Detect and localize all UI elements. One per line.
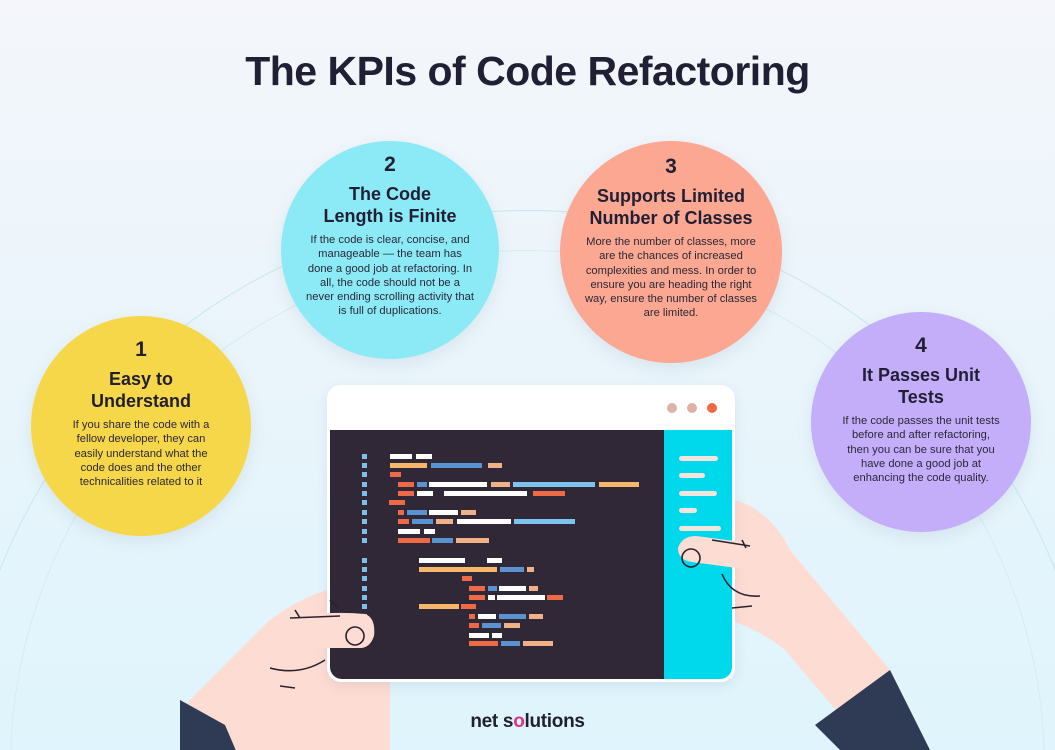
line-marker	[362, 519, 367, 524]
window-controls	[667, 403, 717, 413]
kpi-heading-line: The Code	[348, 184, 431, 204]
kpi-heading-line: Tests	[898, 387, 944, 407]
line-marker	[362, 586, 367, 591]
line-marker	[362, 604, 367, 609]
line-marker	[362, 482, 367, 487]
line-marker	[362, 463, 367, 468]
tablet-code-editor	[327, 385, 735, 682]
sidebar-line	[679, 473, 705, 478]
kpi-heading-line: Number of Classes	[589, 208, 753, 228]
kpi-card-limited-classes: 3 Supports Limited Number of Classes Mor…	[560, 141, 782, 363]
kpi-heading: Supports Limited Number of Classes	[589, 185, 752, 229]
kpi-heading: It Passes Unit Tests	[862, 364, 980, 408]
line-marker	[362, 472, 367, 477]
line-marker	[362, 567, 367, 572]
sidebar-line	[679, 456, 718, 461]
logo-text: net s	[470, 711, 514, 732]
line-marker	[362, 595, 367, 600]
line-marker	[362, 576, 367, 581]
right-hand-illustration	[730, 500, 930, 750]
kpi-heading: The Code Length is Finite	[324, 183, 457, 227]
right-thumb-icon	[678, 530, 761, 609]
kpi-heading-line: It Passes Unit	[861, 365, 981, 385]
line-marker	[362, 538, 367, 543]
logo-o-icon: o	[513, 711, 525, 732]
window-dot-icon	[687, 403, 697, 413]
sidebar-line	[679, 491, 717, 496]
kpi-heading-line: Supports Limited	[597, 186, 745, 206]
kpi-description: More the number of classes, more are the…	[584, 236, 758, 320]
kpi-description: If you share the code with a fellow deve…	[72, 419, 210, 489]
page-title: The KPIs of Code Refactoring	[245, 48, 810, 94]
code-editor-panel	[330, 430, 664, 679]
kpi-heading: Easy to Understand	[91, 368, 191, 412]
kpi-description: If the code is clear, concise, and manag…	[306, 234, 474, 318]
line-marker	[362, 491, 367, 496]
kpi-heading-line: Easy to	[108, 369, 173, 389]
kpi-card-easy-to-understand: 1 Easy to Understand If you share the co…	[31, 316, 251, 536]
logo-text: lutions	[524, 711, 585, 732]
kpi-heading-line: Length is Finite	[323, 206, 457, 226]
kpi-card-passes-unit-tests: 4 It Passes Unit Tests If the code passe…	[811, 312, 1031, 532]
line-marker	[362, 510, 367, 515]
line-marker	[362, 529, 367, 534]
line-marker	[362, 558, 367, 563]
net-solutions-logo: net solutions	[0, 711, 1055, 733]
left-thumb-icon	[270, 599, 375, 689]
kpi-number: 3	[665, 155, 677, 178]
window-dot-icon	[667, 403, 677, 413]
kpi-heading-line: Understand	[90, 391, 191, 411]
kpi-number: 4	[915, 334, 927, 357]
kpi-card-code-length-finite: 2 The Code Length is Finite If the code …	[281, 141, 499, 359]
kpi-description: If the code passes the unit tests before…	[842, 415, 1000, 485]
kpi-number: 2	[384, 153, 396, 176]
line-marker	[362, 454, 367, 459]
line-marker	[362, 500, 367, 505]
background-arc	[0, 210, 1055, 750]
sidebar-line	[679, 508, 697, 513]
window-dot-icon	[707, 403, 717, 413]
sidebar-line	[679, 526, 721, 531]
kpi-number: 1	[135, 338, 147, 361]
